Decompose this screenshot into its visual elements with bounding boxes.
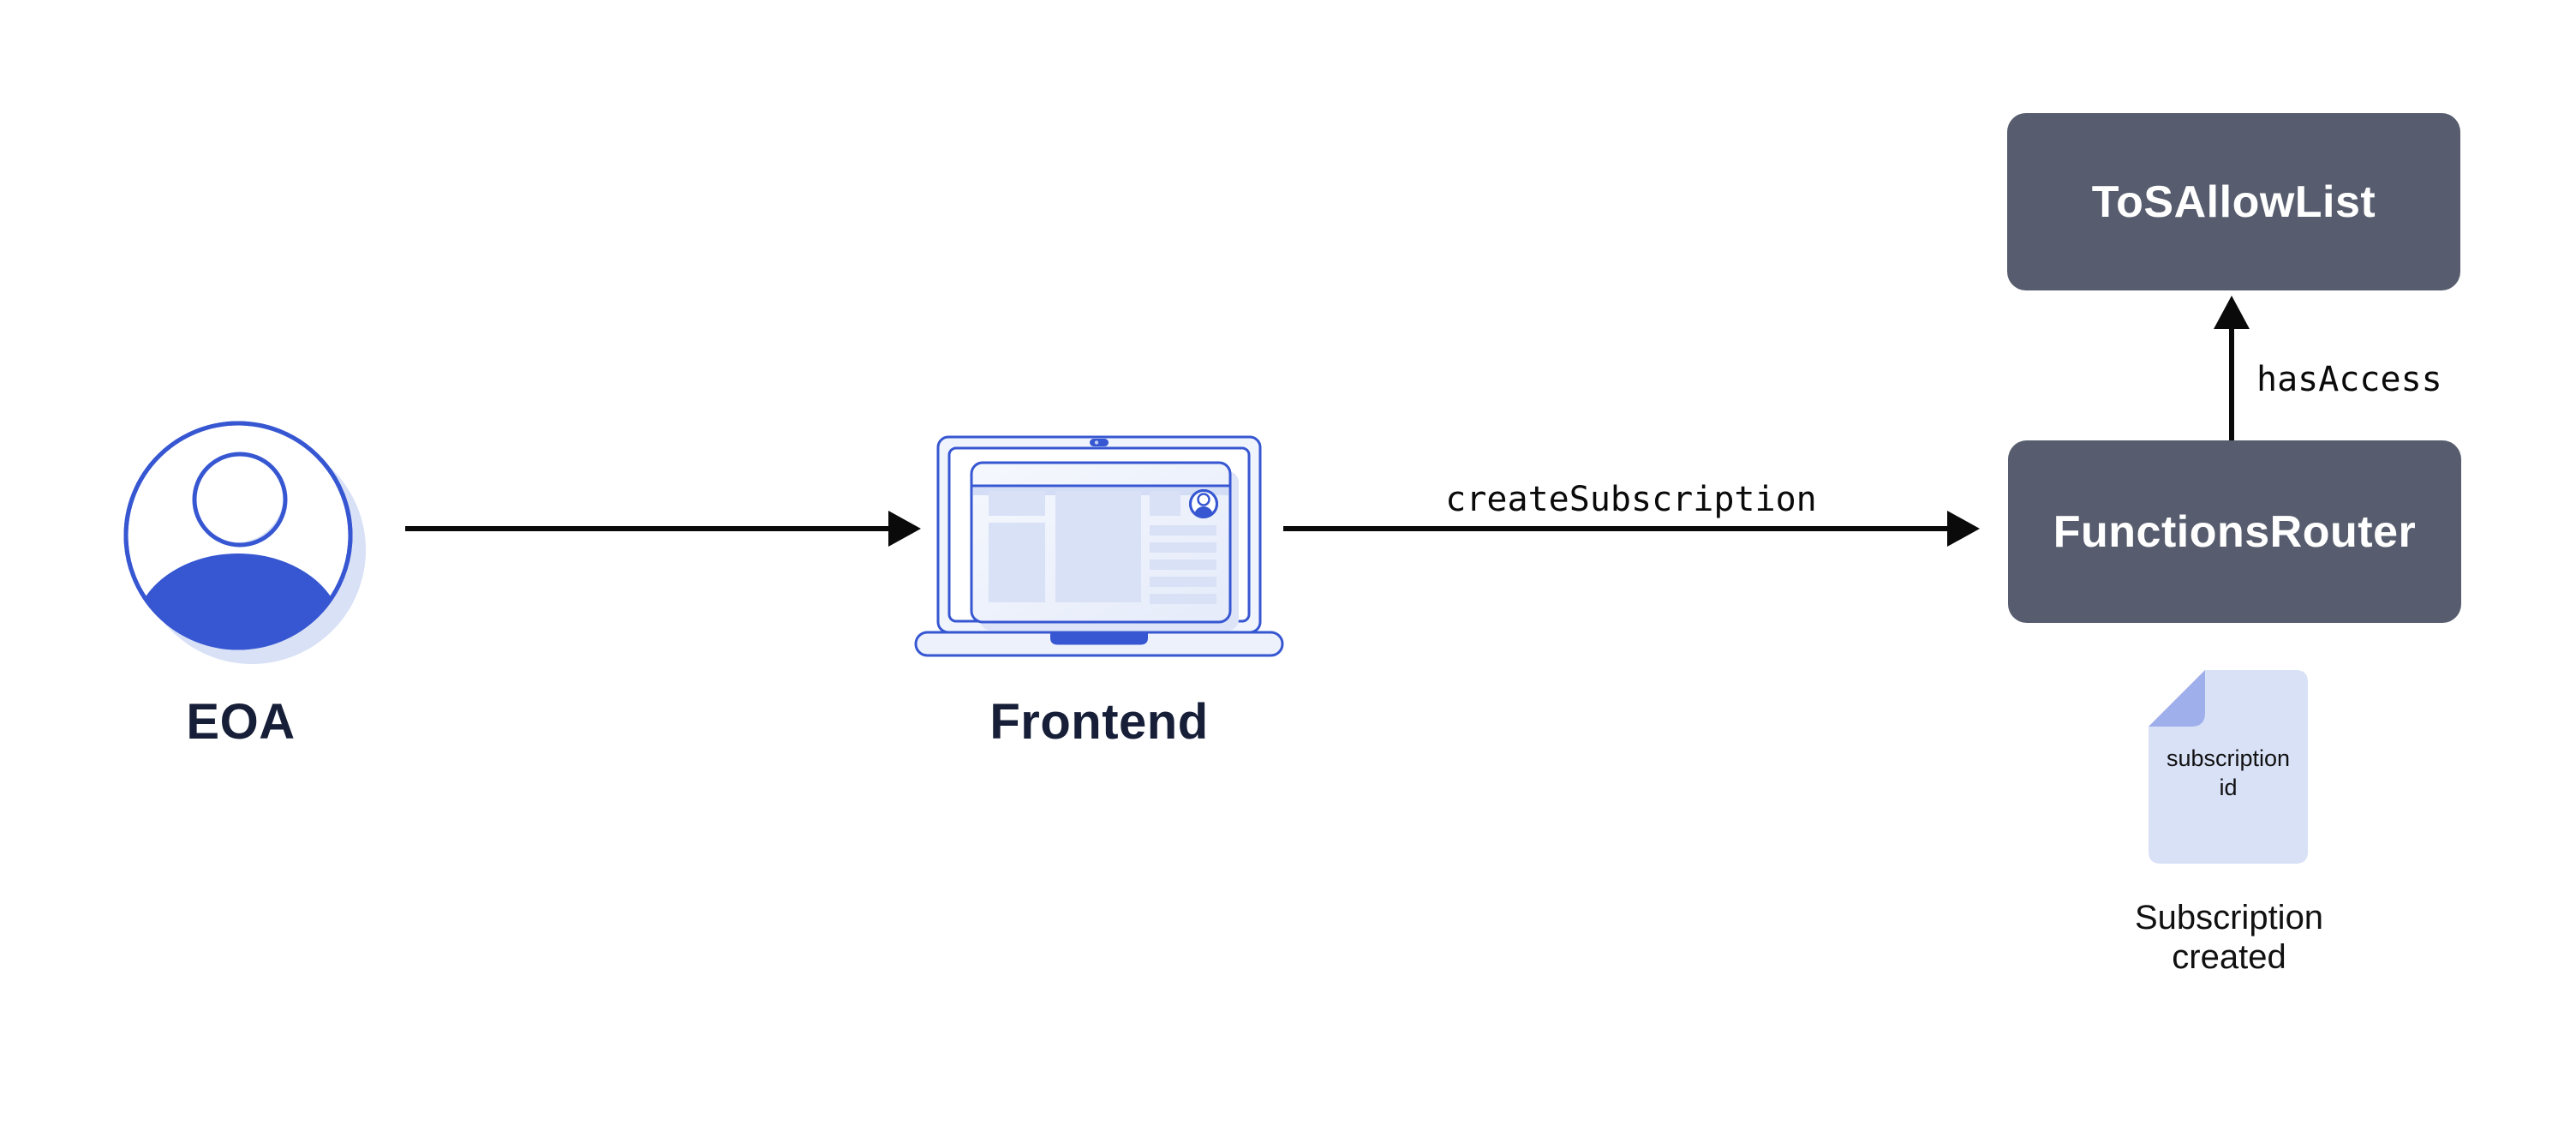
webcam-icon (1090, 439, 1109, 446)
edge-label-has-access: hasAccess (2256, 360, 2442, 399)
node-eoa (111, 416, 377, 673)
document-icon (2149, 670, 2308, 864)
node-tos-allow-list-label: ToSAllowList (2091, 177, 2376, 227)
arrow-up-icon (2214, 296, 2250, 440)
user-avatar-icon (123, 421, 366, 664)
arrow-right-icon (1283, 511, 1980, 547)
node-functions-router: FunctionsRouter (2008, 440, 2461, 623)
node-eoa-label: EOA (186, 694, 296, 750)
node-frontend (913, 431, 1285, 658)
node-tos-allow-list: ToSAllowList (2007, 113, 2460, 290)
browser-avatar-icon (1189, 489, 1218, 518)
artifact-document: subscription id (2149, 670, 2308, 864)
arrow-right-icon (405, 511, 921, 547)
node-functions-router-label: FunctionsRouter (2053, 506, 2417, 557)
laptop-icon (914, 435, 1284, 657)
document-caption: Subscription created (2134, 899, 2324, 976)
edge-label-create-subscription: createSubscription (1445, 480, 1817, 519)
node-frontend-label: Frontend (989, 694, 1209, 750)
document-text: subscription id (2166, 745, 2291, 800)
